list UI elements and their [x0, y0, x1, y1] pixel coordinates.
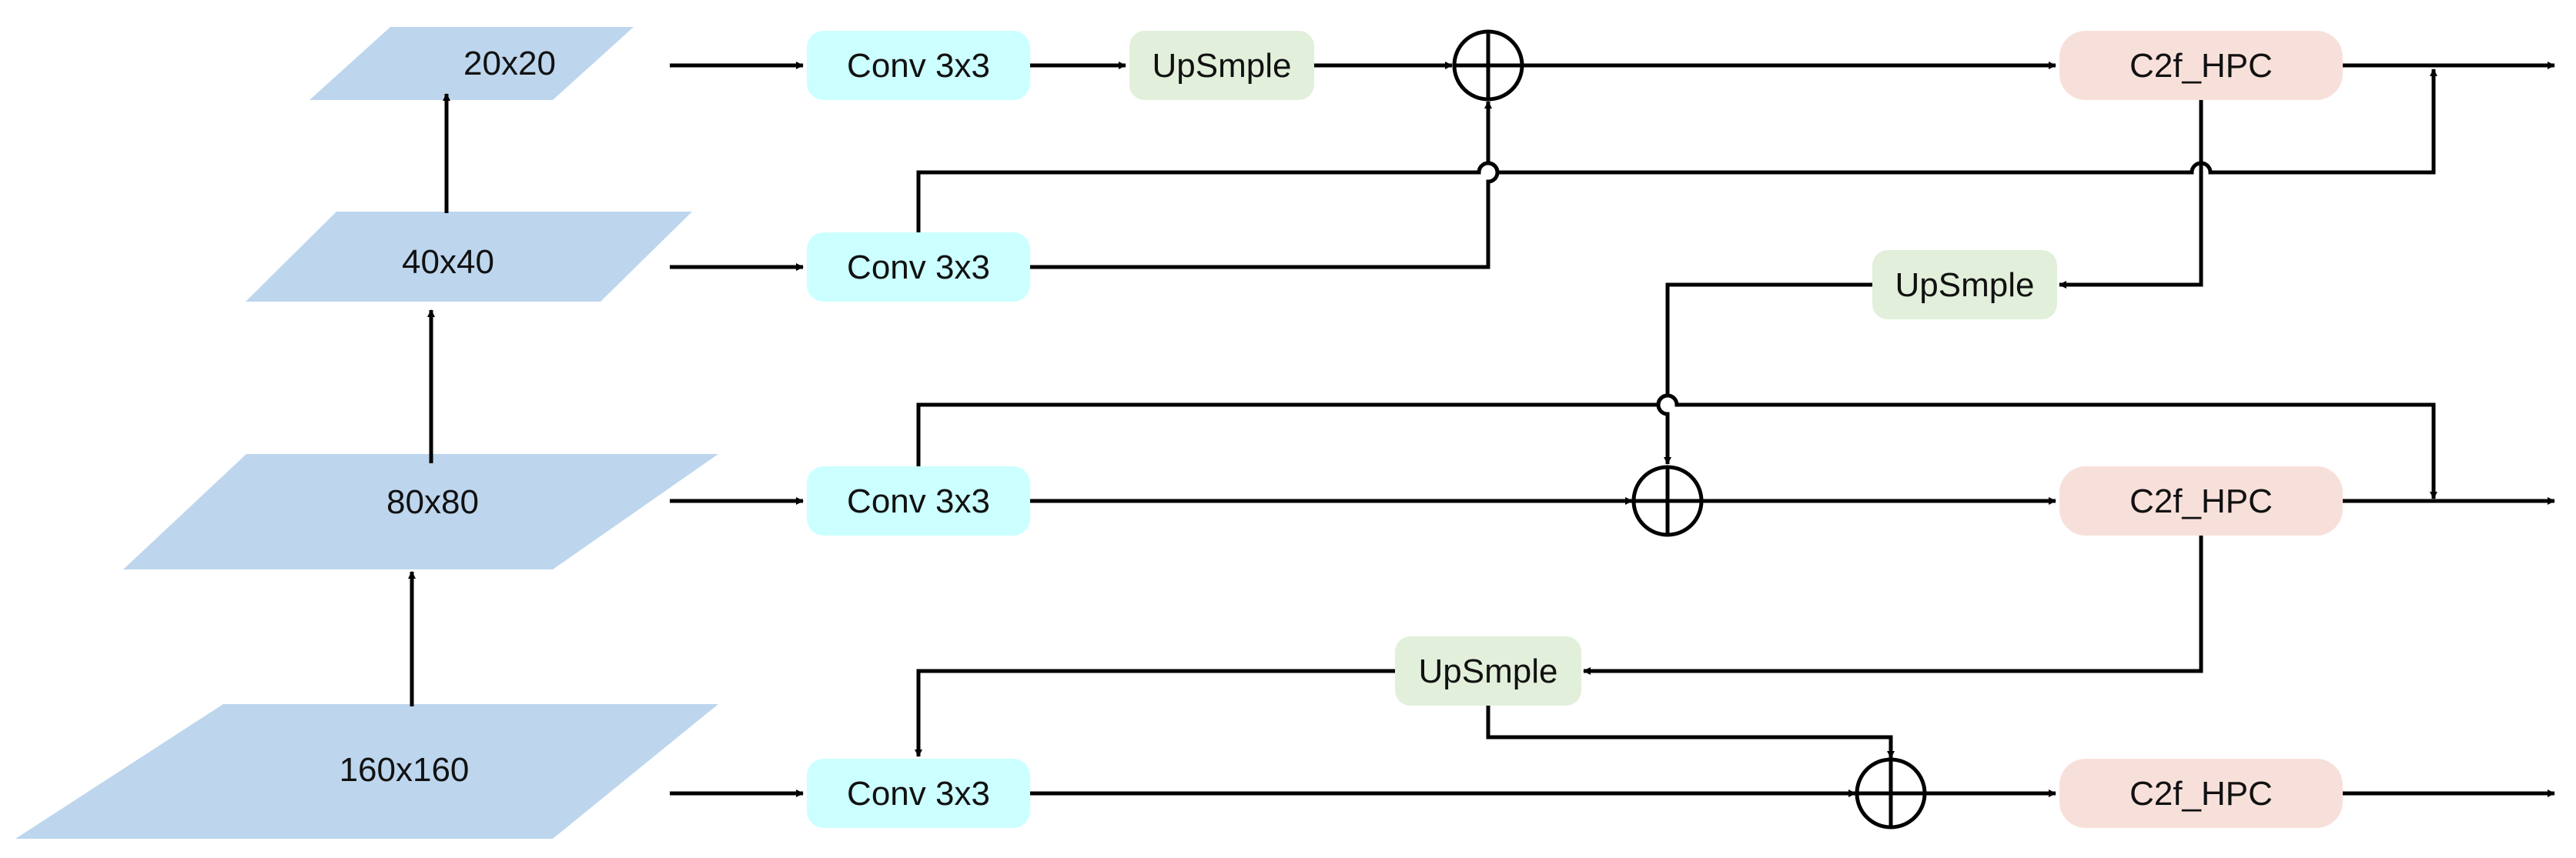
conv-label-row4: Conv 3x3 [847, 775, 990, 813]
add-node-row1 [1452, 29, 1524, 102]
conv-block-row1: Conv 3x3 [807, 31, 1030, 100]
arrow-c2f3-upsample4 [1583, 536, 2203, 675]
conv-block-row3: Conv 3x3 [807, 466, 1030, 536]
arrow-upsample4-add4 [1486, 706, 1895, 759]
arrow-upsample2-add3 [1656, 282, 1872, 465]
c2f-label-row4: C2f_HPC [2129, 775, 2273, 813]
add-node-row3 [1631, 465, 1704, 537]
pyramid-level-160: 160x160 [15, 704, 718, 839]
c2f-label-row1: C2f_HPC [2129, 47, 2273, 85]
c2f-block-row3: C2f_HPC [2059, 466, 2343, 536]
c2f-label-row3: C2f_HPC [2129, 482, 2273, 520]
upsample-label-row2: UpSmple [1895, 266, 2035, 304]
conv-block-row2: Conv 3x3 [807, 232, 1030, 302]
pyramid-level-20: 20x20 [309, 27, 634, 100]
add-node-row4 [1855, 757, 1927, 830]
c2f-block-row4: C2f_HPC [2059, 759, 2343, 828]
upsample-label-row4: UpSmple [1419, 653, 1558, 690]
conv-label-row3: Conv 3x3 [847, 482, 990, 520]
upsample-block-row1: UpSmple [1129, 31, 1314, 100]
pyramid-label-20: 20x20 [463, 45, 556, 82]
conv-label-row1: Conv 3x3 [847, 47, 990, 85]
upsample-block-row2: UpSmple [1872, 250, 2057, 319]
arrow-conv2-add1 [1030, 101, 1500, 269]
skip-conv3-output3 [916, 393, 2437, 499]
pyramid-label-40: 40x40 [402, 243, 494, 281]
upsample-block-row4: UpSmple [1395, 636, 1581, 706]
arrow-c2f1-upsample2 [2059, 100, 2203, 289]
conv-label-row2: Conv 3x3 [847, 249, 990, 286]
conv-block-row4: Conv 3x3 [807, 759, 1030, 828]
skip-conv2-output1 [916, 68, 2437, 232]
arrow-upsample4-conv4 [915, 669, 1395, 757]
c2f-block-row1: C2f_HPC [2059, 31, 2343, 100]
upsample-label-row1: UpSmple [1153, 47, 1292, 85]
pyramid-level-40: 40x40 [246, 212, 692, 302]
pyramid-label-160: 160x160 [340, 751, 470, 789]
pyramid-label-80: 80x80 [386, 483, 479, 521]
pyramid-level-80: 80x80 [123, 454, 718, 569]
